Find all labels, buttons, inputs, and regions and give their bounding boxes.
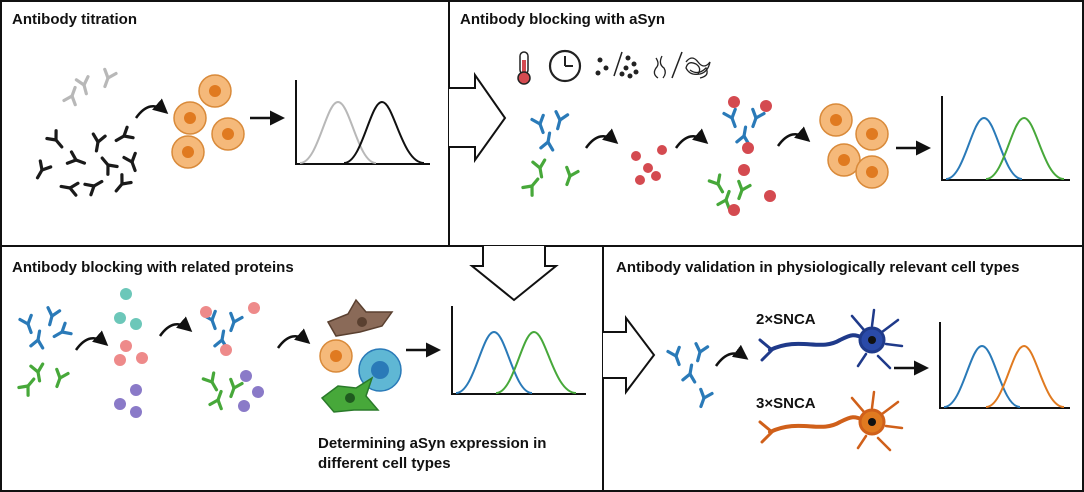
neuron-orange (758, 390, 904, 452)
label-3x-snca: 3×SNCA (756, 395, 816, 412)
curved-arrow-5 (74, 330, 109, 351)
fibroblast-cell (326, 298, 394, 337)
curved-arrow-6 (158, 316, 193, 337)
related-title: Antibody blocking with related proteins (12, 259, 294, 276)
histogram-blocking (941, 96, 1070, 181)
mixed-cells (319, 339, 402, 413)
blue-antibodies-3 (666, 342, 714, 411)
blue-antibodies-1 (530, 110, 570, 152)
validation-title: Antibody validation in physiologically r… (616, 259, 1019, 276)
blocked-related (200, 302, 264, 412)
histogram-titration (295, 80, 430, 165)
curved-arrow-4 (776, 126, 811, 147)
clock-icon (548, 49, 582, 83)
curved-arrow-2 (584, 128, 619, 149)
green-antibodies-1 (521, 158, 580, 197)
histogram-related (451, 306, 586, 395)
hollow-arrow-down (469, 246, 559, 302)
label-2x-snca: 2×SNCA (756, 311, 816, 328)
histogram-validation (939, 322, 1070, 409)
thermometer-icon (517, 51, 531, 85)
titration-title: Antibody titration (12, 11, 137, 28)
black-antibodies (30, 125, 143, 197)
hollow-arrow-right-top (449, 71, 507, 164)
neuron-blue (758, 308, 904, 370)
curved-arrow-8 (714, 344, 749, 367)
blocked-green (707, 164, 776, 216)
fibril-icon (653, 51, 711, 79)
hollow-arrow-right-bottom (603, 315, 656, 395)
curved-arrow-1 (134, 98, 169, 119)
cells-titration (171, 74, 245, 169)
blue-antibodies-2 (18, 306, 73, 350)
dots-icon (595, 51, 639, 79)
green-antibodies-2 (17, 362, 70, 397)
caption-line-2: different cell types (318, 455, 451, 472)
grey-antibodies (62, 67, 118, 107)
asyn-dots-1 (631, 145, 667, 185)
related-protein-dots (114, 288, 148, 418)
curved-arrow-7 (276, 328, 311, 349)
blocking-title: Antibody blocking with aSyn (460, 11, 665, 28)
caption-line-1: Determining aSyn expression in (318, 435, 546, 452)
curved-arrow-3 (674, 128, 709, 149)
cells-blocking (819, 103, 889, 189)
blocked-blue (722, 96, 772, 154)
